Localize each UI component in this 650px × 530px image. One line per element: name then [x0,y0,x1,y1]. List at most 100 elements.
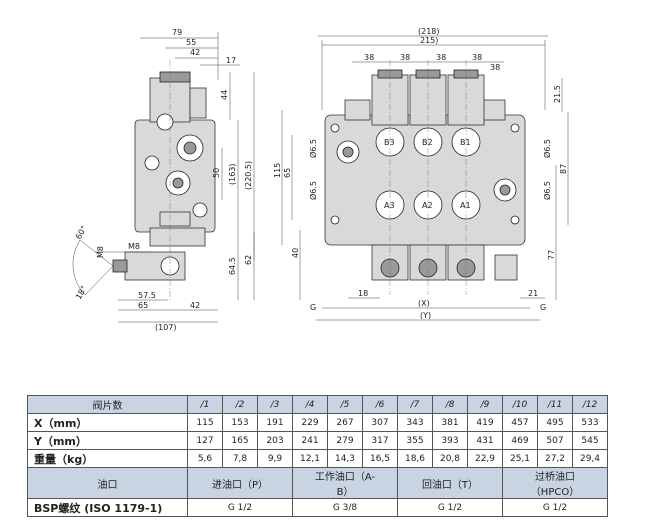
side-dim-right-2: 50 [212,168,221,178]
side-view: 79 55 42 17 44 50 (163) (220.5) 64.5 62 … [72,28,255,332]
table-col-9: /9 [467,395,503,414]
table-col-11: /11 [537,395,573,414]
cell: 27,2 [537,449,573,468]
port-ab-header: 工作油口（A- B） [292,467,398,499]
front-dim-right-5: 77 [547,250,556,260]
row-label: 重量（kg） [27,449,188,468]
port-b3: B3 [384,138,395,147]
front-dim-bottom-1: 18 [358,289,368,298]
front-dim-bottom-y: (Y) [420,311,431,320]
cell: 229 [292,413,328,432]
front-dim-right-4: 87 [559,164,568,174]
spec-table: 阀片数 /1 /2 /3 /4 /5 /6 /7 /8 /9 /10 /11 /… [27,395,608,517]
cell: 317 [362,431,398,450]
cell: 457 [502,413,538,432]
cell: 25,1 [502,449,538,468]
front-dim-top-1: (218) [418,27,440,36]
front-dim-left-4: Ø6.5 [308,181,318,200]
table-col-5: /5 [327,395,363,414]
bsp-hpco: G 1/2 [502,498,608,517]
front-dim-top-3: 38 [364,53,374,62]
table-col-10: /10 [502,395,538,414]
cell: 203 [257,431,293,450]
table-header-row: 阀片数 /1 /2 /3 /4 /5 /6 /7 /8 /9 /10 /11 /… [27,395,608,414]
cell: 22,9 [467,449,503,468]
port-header: 油口 [27,467,188,499]
port-p-header: 进油口（P） [187,467,293,499]
cell: 279 [327,431,363,450]
cell: 431 [467,431,503,450]
cell: 495 [537,413,573,432]
cell: 267 [327,413,363,432]
front-dim-right-1: 21.5 [553,85,562,103]
port-t-header: 回油口（T） [397,467,503,499]
front-dim-left-1: 115 [273,163,282,178]
cell: 20,8 [432,449,468,468]
table-col-12: /12 [572,395,608,414]
port-ab-header-line1: 工作油口（A- [314,472,376,483]
front-dim-top-7: 38 [490,63,500,72]
cell: 127 [187,431,223,450]
cell: 307 [362,413,398,432]
cell: 153 [222,413,258,432]
port-ab-header-line2: B） [336,487,354,498]
cell: 165 [222,431,258,450]
table-col-3: /3 [257,395,293,414]
front-dim-right-2: Ø6.5 [542,139,552,158]
side-dim-right-5: 64.5 [228,257,237,275]
side-dim-right-4: (220.5) [244,161,253,190]
cell: 393 [432,431,468,450]
front-view: B3 B2 B1 A3 A2 A1 (218) 215) [273,27,569,321]
port-hpco-header-line2: （HPCO） [530,487,580,498]
table-col-header: 阀片数 [27,395,188,414]
front-dim-bottom-g: G [540,303,546,312]
port-a3: A3 [384,201,395,210]
cell: 29,4 [572,449,608,468]
side-dim-angle-1: 60° [74,224,89,241]
side-dim-top-2: 55 [186,38,196,47]
side-dim-bottom-1: 57.5 [138,291,156,300]
front-dim-left-g: G [310,303,316,312]
table-col-4: /4 [292,395,328,414]
bsp-p: G 1/2 [187,498,293,517]
side-dim-top-4: 17 [226,56,236,65]
table-col-7: /7 [397,395,433,414]
cell: 12,1 [292,449,328,468]
bsp-ab: G 3/8 [292,498,398,517]
table-port-header-row: 油口 进油口（P） 工作油口（A- B） 回油口（T） 过桥油口 （HPCO） [27,467,608,499]
cell: 5,6 [187,449,223,468]
cell: 14,3 [327,449,363,468]
bsp-t: G 1/2 [397,498,503,517]
side-dim-bottom-3: 42 [190,301,200,310]
front-dim-top-2: 215) [420,36,438,45]
cell: 419 [467,413,503,432]
table-bsp-row: BSP螺纹 (ISO 1179-1) G 1/2 G 3/8 G 1/2 G 1… [27,498,608,517]
cell: 7,8 [222,449,258,468]
cell: 241 [292,431,328,450]
row-label: X（mm） [27,413,188,432]
side-dim-top-3: 42 [190,48,200,57]
front-dim-bottom-21: 21 [528,289,538,298]
cell: 545 [572,431,608,450]
table-row-x: X（mm） 115 153 191 229 267 307 343 381 41… [27,413,608,432]
cell: 191 [257,413,293,432]
front-dim-top-5: 38 [436,53,446,62]
table-col-1: /1 [187,395,223,414]
cell: 18,6 [397,449,433,468]
bsp-label: BSP螺纹 (ISO 1179-1) [27,498,188,517]
port-a1: A1 [460,201,471,210]
technical-drawing: 79 55 42 17 44 50 (163) (220.5) 64.5 62 … [72,27,569,332]
side-dim-m8-2: M8 [128,242,140,251]
row-label: Y（mm） [27,431,188,450]
cell: 343 [397,413,433,432]
front-dim-bottom-x: (X) [418,299,430,308]
table-row-y: Y（mm） 127 165 203 241 279 317 355 393 43… [27,431,608,450]
side-dim-bottom-4: (107) [155,323,177,332]
table-col-2: /2 [222,395,258,414]
port-b2: B2 [422,138,433,147]
front-dim-right-3: Ø6.5 [542,181,552,200]
side-dim-right-6: 62 [244,255,253,265]
table-row-weight: 重量（kg） 5,6 7,8 9,9 12,1 14,3 16,5 18,6 2… [27,449,608,468]
cell: 469 [502,431,538,450]
port-hpco-header-line1: 过桥油口 [535,472,575,483]
